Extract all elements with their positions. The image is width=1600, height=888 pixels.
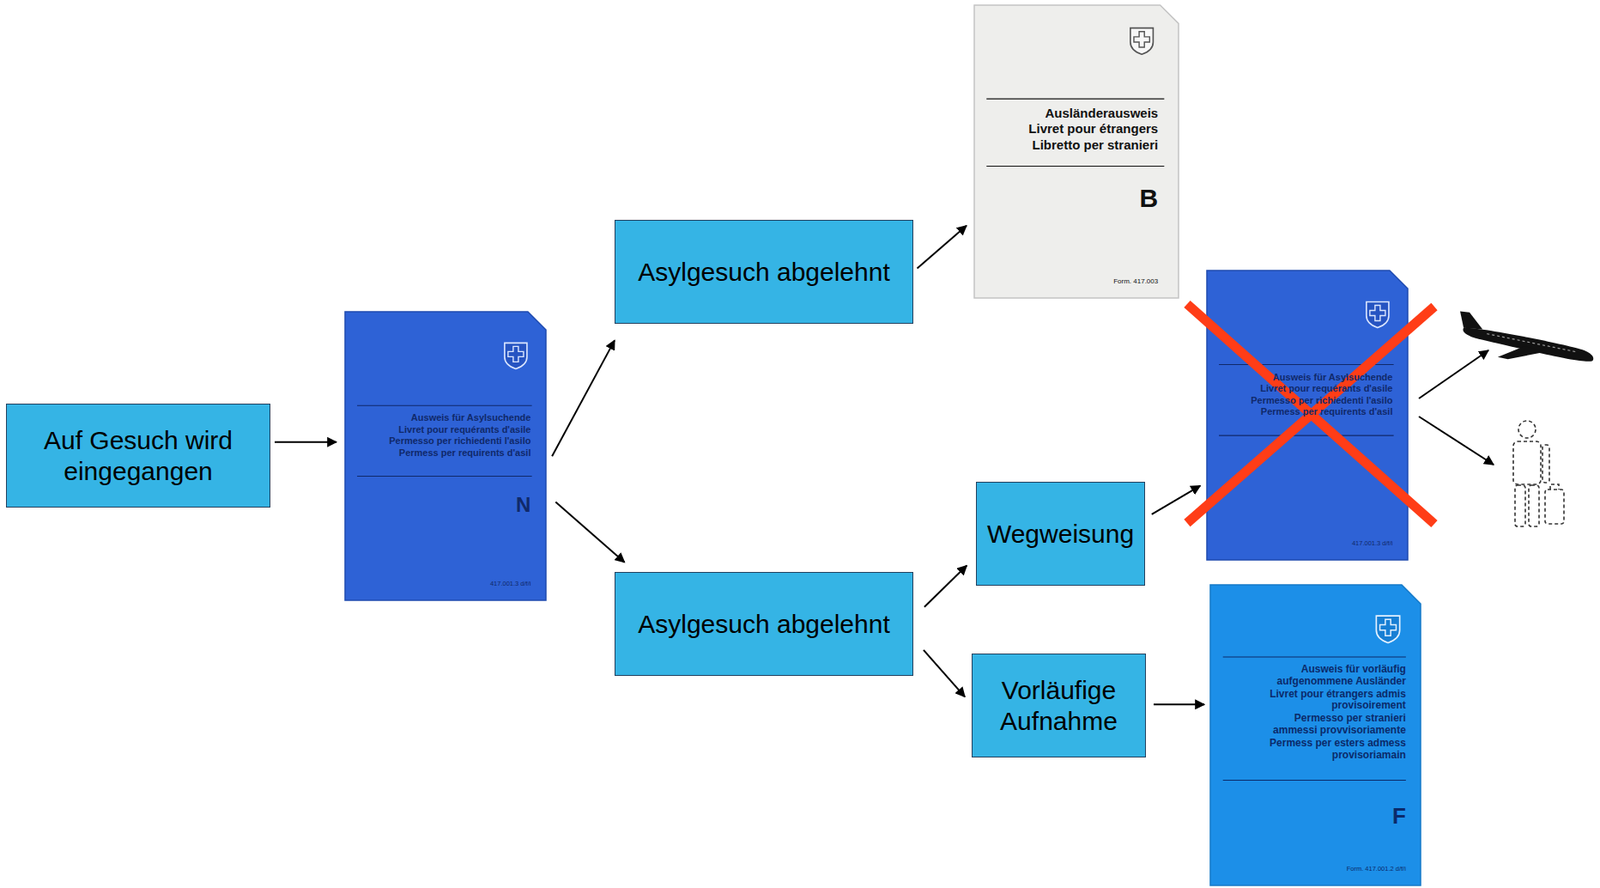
permit-letter: F <box>1392 804 1407 827</box>
deportation-arrow <box>1418 350 1489 399</box>
suitcase <box>1545 489 1564 524</box>
card-rule <box>357 405 533 407</box>
card-rule <box>1223 655 1407 657</box>
person-leg <box>1528 484 1540 527</box>
swiss-shield <box>1130 28 1154 55</box>
card-title-line: Permess per esters admess provisoriamain <box>1251 737 1407 762</box>
cancel-stroke <box>1187 303 1435 524</box>
permit-letter: N <box>515 494 531 516</box>
shield-outline <box>1375 615 1400 643</box>
form-number: 417.001.3 d/f/i <box>490 580 532 588</box>
flow-arrow <box>924 565 967 607</box>
card-rule <box>986 165 1164 167</box>
cancel-cross <box>1187 303 1435 524</box>
card-title-line: Livret pour étrangers admis provisoireme… <box>1251 688 1407 713</box>
card-title-line: Permesso per richiedenti l'asilo <box>1250 394 1393 407</box>
card-body <box>345 311 546 600</box>
card-title-line: Livret pour étrangers <box>1028 121 1158 136</box>
card-rule <box>1218 435 1394 437</box>
airplane-icon <box>1452 310 1598 377</box>
card-title-line: Permesso per stranieri ammessi provvisor… <box>1251 712 1407 737</box>
card-heading: Ausweis für AsylsuchendeLivret pour requ… <box>1250 371 1393 419</box>
form-number: Form. 417.001.2 d/f/i <box>1346 865 1407 873</box>
shield-cross <box>508 345 524 362</box>
process-box: Vorläufige Aufnahme <box>971 653 1146 758</box>
person-icon <box>1513 420 1564 527</box>
departure-arrow <box>1418 416 1494 465</box>
person-arm <box>1542 444 1550 483</box>
card-rule <box>1223 779 1407 781</box>
card-title-line: Ausländerausweis <box>1028 105 1158 121</box>
card-heading: Ausweis für vorläufig aufgenommene Auslä… <box>1251 663 1407 762</box>
card-title-line: Livret pour requérants d'asile <box>1250 382 1393 394</box>
card-heading: AusländerausweisLivret pour étrangersLib… <box>1028 105 1158 153</box>
person-leg <box>1515 484 1526 527</box>
process-box: Wegweisung <box>975 481 1146 586</box>
shield-cross <box>1133 31 1150 48</box>
card-body <box>1210 584 1421 885</box>
form-number: Form. 417.003 <box>1113 278 1158 285</box>
process-box: Asylgesuch abgelehnt <box>614 219 914 324</box>
box-label: Asylgesuch abgelehnt <box>637 256 891 288</box>
flow-arrow <box>551 339 615 456</box>
person-head <box>1518 420 1536 438</box>
box-label: Vorläufige Aufnahme <box>979 674 1139 737</box>
swiss-shield <box>1375 615 1400 643</box>
process-box: Asylgesuch abgelehnt <box>614 571 914 676</box>
person-body <box>1513 441 1541 485</box>
flow-arrow <box>555 502 625 563</box>
process-box: Auf Gesuch wird eingegangen <box>6 403 271 508</box>
suitcase-handle <box>1550 484 1559 490</box>
card-body <box>1206 270 1408 560</box>
flow-arrow <box>274 441 337 443</box>
permit-card: Ausweis für AsylsuchendeLivret pour requ… <box>1206 270 1408 560</box>
form-number: 417.001.3 d/f/i <box>1351 539 1394 547</box>
card-title-line: Libretto per stranieri <box>1028 137 1158 152</box>
card-title-line: Permess per requirents d'asil <box>1250 406 1393 418</box>
card-rule <box>357 475 533 477</box>
swiss-shield <box>504 342 528 369</box>
card-rule <box>986 98 1164 100</box>
shield-cross <box>1369 305 1386 322</box>
airplane-wing <box>1497 340 1547 367</box>
box-label: Asylgesuch abgelehnt <box>637 608 891 640</box>
shield-outline <box>1366 302 1389 328</box>
airplane-windows <box>1486 333 1576 353</box>
card-body <box>974 5 1179 298</box>
shield-cross <box>1380 618 1397 636</box>
cancel-stroke <box>1187 306 1435 523</box>
airplane-body <box>1461 323 1595 364</box>
shield-outline <box>504 342 528 369</box>
card-title-line: Livret pour requérants d'asile <box>388 424 531 436</box>
card-title-line: Ausweis für vorläufig aufgenommene Auslä… <box>1251 663 1407 688</box>
permit-card: AusländerausweisLivret pour étrangersLib… <box>974 5 1179 298</box>
flow-arrow <box>1153 703 1205 705</box>
card-title-line: Permesso per richiedenti l'asilo <box>388 435 531 447</box>
flow-arrow <box>1151 485 1200 515</box>
card-title-line: Ausweis für Asylsuchende <box>1250 371 1393 383</box>
shield-outline <box>1130 28 1154 55</box>
flow-arrow <box>923 649 965 697</box>
permit-card: Ausweis für vorläufig aufgenommene Auslä… <box>1210 584 1421 885</box>
flow-arrow <box>917 225 967 269</box>
permit-card: Ausweis für AsylsuchendeLivret pour requ… <box>345 311 546 600</box>
permit-letter: B <box>1139 185 1159 212</box>
card-title-line: Ausweis für Asylsuchende <box>388 412 531 424</box>
card-heading: Ausweis für AsylsuchendeLivret pour requ… <box>388 412 531 460</box>
box-label: Auf Gesuch wird eingegangen <box>13 424 263 487</box>
swiss-shield <box>1366 302 1389 328</box>
box-label: Wegweisung <box>987 518 1134 550</box>
card-title-line: Permess per requirents d'asil <box>388 447 531 459</box>
